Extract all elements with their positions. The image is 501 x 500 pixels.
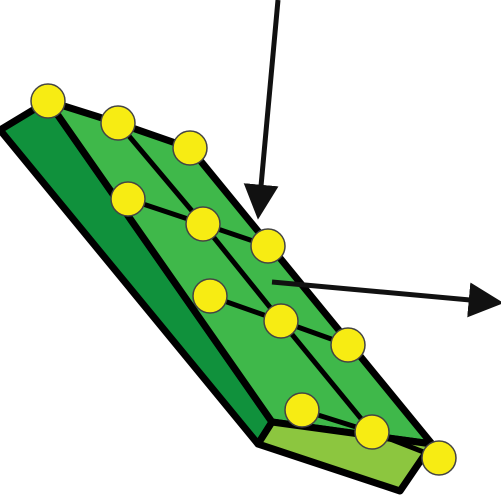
reflected-arrow	[271, 279, 501, 318]
incident-arrow	[243, 0, 281, 220]
bond-line	[116, 121, 205, 226]
atom	[192, 278, 228, 314]
atom	[330, 327, 366, 363]
atom	[30, 83, 66, 119]
atom	[263, 303, 299, 339]
atom	[284, 392, 320, 428]
atom	[421, 440, 457, 476]
atom	[100, 105, 136, 141]
arrows	[243, 0, 501, 318]
atom	[172, 130, 208, 166]
atom	[354, 414, 390, 450]
atom	[110, 181, 146, 217]
bond-line	[201, 222, 283, 323]
atom	[185, 206, 221, 242]
bond-line	[279, 319, 374, 434]
atom	[250, 228, 286, 264]
atoms	[30, 83, 457, 476]
